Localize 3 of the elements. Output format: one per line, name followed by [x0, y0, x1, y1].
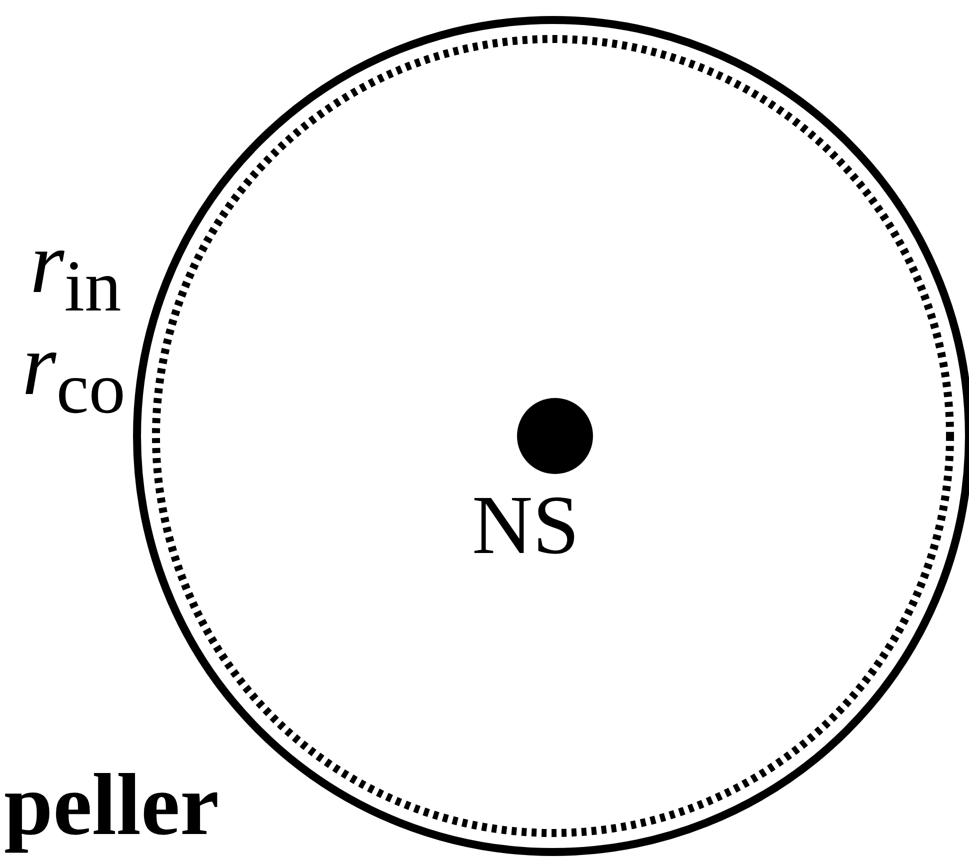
radius-label: r$_{co}$	[22, 322, 126, 425]
radius-label: r$_{in}$	[30, 220, 122, 323]
node-label: NS	[472, 484, 580, 568]
